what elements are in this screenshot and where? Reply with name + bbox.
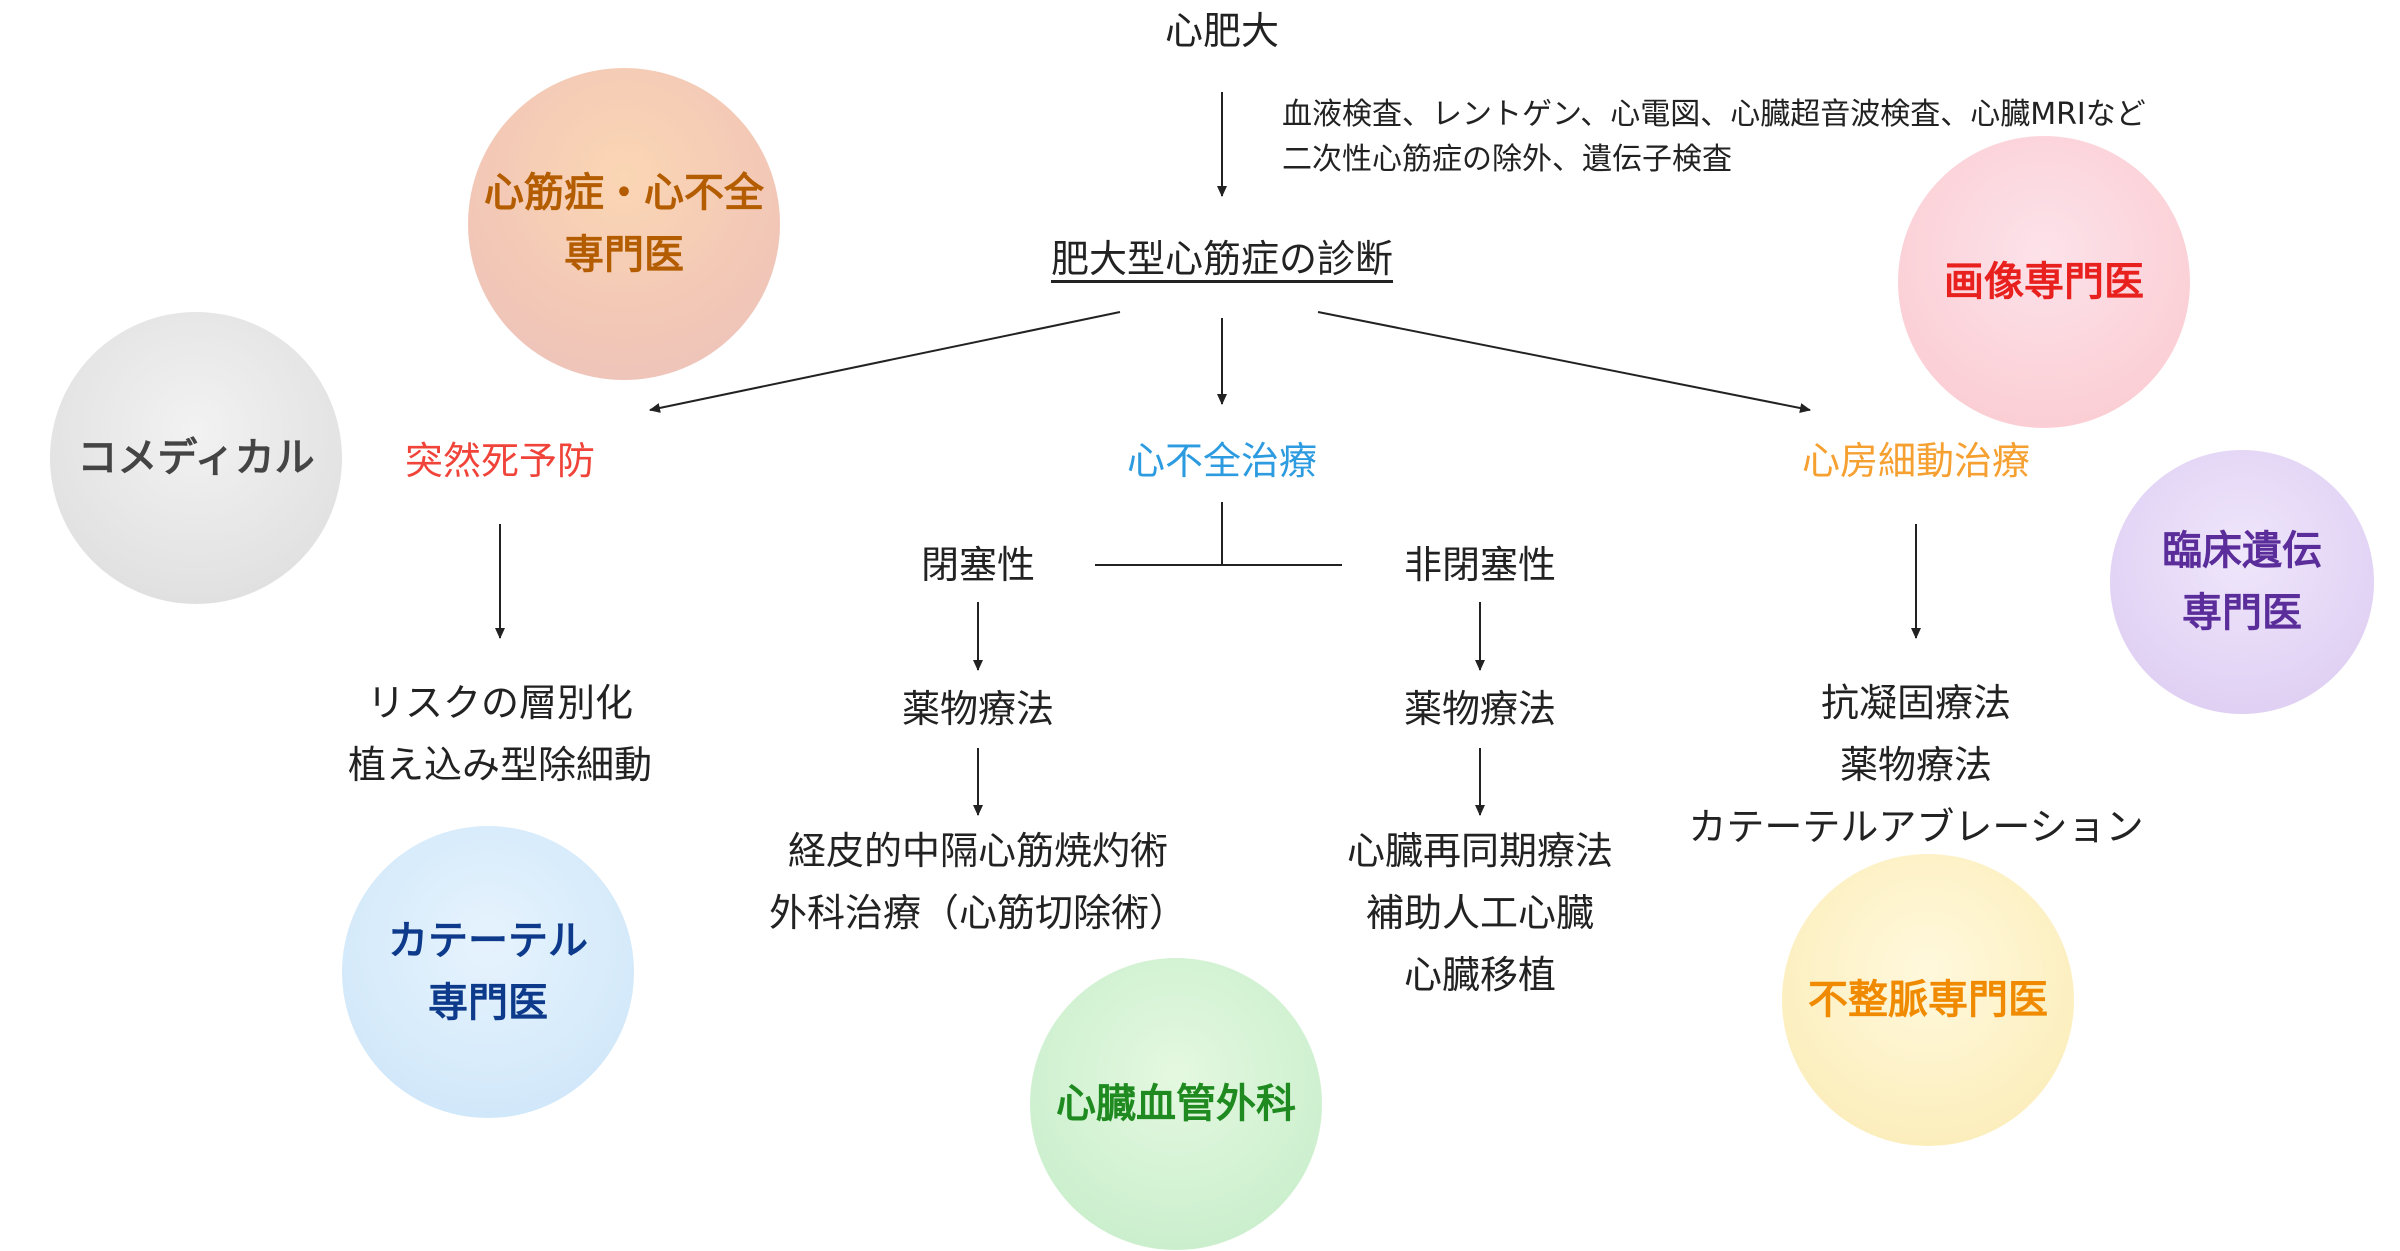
specialist-genetics-line2: 専門医 [2182, 590, 2302, 636]
specialist-catheter-line2: 専門医 [428, 980, 548, 1026]
obstructive-procedure-line1: 経皮的中隔心筋焼灼術 [787, 829, 1169, 873]
afib-treatment-line3: カテーテルアブレーション [1688, 805, 2144, 849]
specialist-surgery-line1: 心臓血管外科 [1056, 1081, 1296, 1127]
non-obstructive-procedure-line3: 心臓移植 [1403, 953, 1557, 997]
specialist-arrhythmia: 不整脈専門医 [1782, 854, 2074, 1146]
obstructive-procedures: 経皮的中隔心筋焼灼術 外科治療（心筋切除術） [769, 820, 1187, 944]
afib-treatment: 抗凝固療法 薬物療法 カテーテルアブレーション [1688, 672, 2143, 858]
specialist-imaging-line1: 画像専門医 [1944, 259, 2144, 305]
sudden-death-treatment-line2: 植え込み型除細動 [347, 743, 653, 787]
non-obstructive-procedure-line2: 補助人工心臓 [1365, 891, 1595, 935]
specialist-cardiomyopathy-line2: 専門医 [564, 232, 684, 278]
afib-treatment-line1: 抗凝固療法 [1820, 681, 2011, 725]
specialist-surgery: 心臓血管外科 [1030, 958, 1322, 1250]
sudden-death-treatment: リスクの層別化 植え込み型除細動 [348, 672, 652, 796]
specialist-genetics-line1: 臨床遺伝 [2162, 528, 2322, 574]
diagnosis-label: 肥大型心筋症の診断 [1050, 237, 1394, 281]
non-obstructive-procedures: 心臓再同期療法 補助人工心臓 心臓移植 [1347, 820, 1613, 1006]
specialist-catheter-line1: カテーテル [388, 918, 588, 964]
tests-line2: 二次性心筋症の除外、遺伝子検査 [1282, 142, 1732, 177]
non-obstructive-drug: 薬物療法 [1403, 687, 1557, 731]
branch-sudden-death: 突然死予防 [404, 439, 596, 483]
arrow-to-afib [1317, 311, 1811, 413]
non-obstructive-label: 非閉塞性 [1403, 543, 1557, 587]
obstructive-procedure-line2: 外科治療（心筋切除術） [768, 891, 1188, 935]
arrow-to-sudden-death [649, 311, 1121, 413]
specialist-genetics: 臨床遺伝 専門医 [2110, 450, 2374, 714]
non-obstructive-procedure-line1: 心臓再同期療法 [1346, 829, 1614, 873]
specialist-comedical-line1: コメディカル [77, 435, 315, 481]
branch-afib: 心房細動治療 [1801, 439, 2031, 483]
specialist-cardiomyopathy: 心筋症・心不全 専門医 [468, 68, 780, 380]
specialist-catheter: カテーテル 専門医 [342, 826, 634, 1118]
tests-note: 血液検査、レントゲン、心電図、心臓超音波検査、心臓MRIなど 二次性心筋症の除外… [1282, 92, 2146, 182]
obstructive-drug: 薬物療法 [901, 687, 1055, 731]
afib-treatment-line2: 薬物療法 [1839, 743, 1992, 787]
tests-line1: 血液検査、レントゲン、心電図、心臓超音波検査、心臓MRIなど [1282, 97, 2146, 132]
specialist-imaging: 画像専門医 [1898, 136, 2190, 428]
specialist-arrhythmia-line1: 不整脈専門医 [1808, 977, 2048, 1023]
specialist-cardiomyopathy-line1: 心筋症・心不全 [484, 170, 764, 216]
obstructive-label: 閉塞性 [920, 543, 1036, 587]
branch-heart-failure: 心不全治療 [1126, 439, 1318, 483]
specialist-comedical: コメディカル [50, 312, 342, 604]
root-label: 心肥大 [1164, 9, 1280, 53]
sudden-death-treatment-line1: リスクの層別化 [366, 681, 634, 725]
